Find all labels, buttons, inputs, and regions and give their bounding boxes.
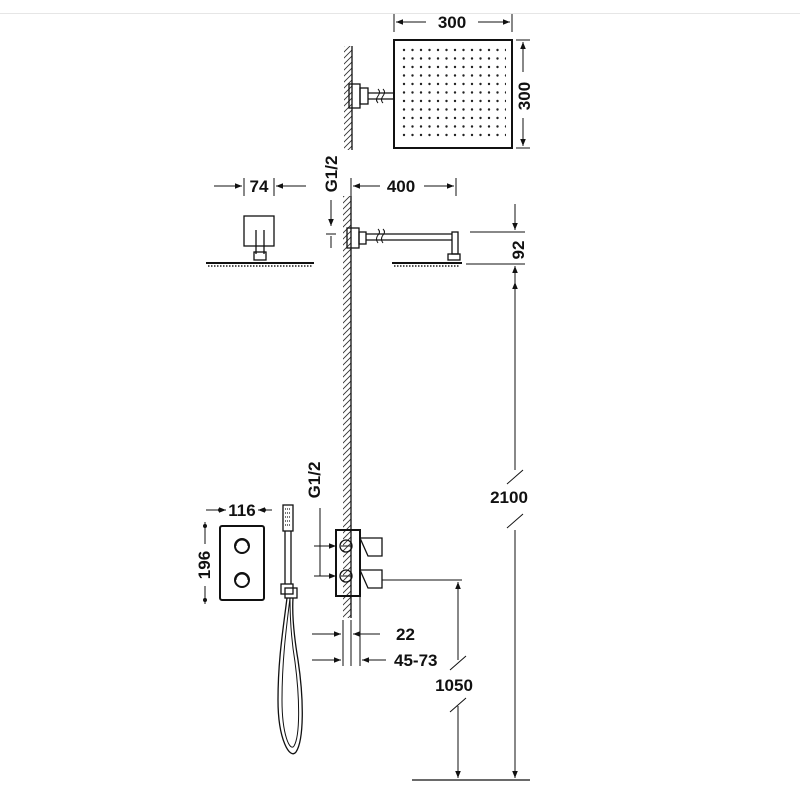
label-valve-thread: G1/2 [305, 462, 324, 499]
label-valve-depth-min: 22 [396, 625, 415, 644]
square-head-outline [393, 39, 513, 149]
front-view-flange [206, 178, 314, 267]
valve-body [312, 508, 462, 666]
label-head-depth: 300 [515, 82, 534, 110]
nozzle-grid [400, 46, 506, 142]
hand-shower [277, 504, 303, 755]
main-wall [343, 196, 352, 618]
top-view-shower-head [344, 14, 530, 150]
wall-top-hatch [344, 46, 352, 150]
thermostatic-plate [203, 507, 272, 604]
side-view-shower-arm [326, 178, 525, 294]
label-arm-length: 400 [387, 177, 415, 196]
label-flange-width: 74 [250, 177, 269, 196]
dim-2100 [412, 282, 530, 781]
label-plate-height: 196 [195, 551, 214, 579]
dim-1050 [449, 582, 467, 778]
label-plate-width: 116 [228, 501, 255, 520]
top-rule [0, 13, 800, 14]
label-valve-height: 1050 [435, 676, 473, 695]
label-arm-thread: G1/2 [322, 156, 341, 193]
label-head-height: 2100 [490, 488, 528, 507]
label-head-drop: 92 [509, 241, 528, 260]
label-head-width: 300 [438, 13, 466, 32]
label-valve-depth-range: 45-73 [394, 651, 437, 670]
